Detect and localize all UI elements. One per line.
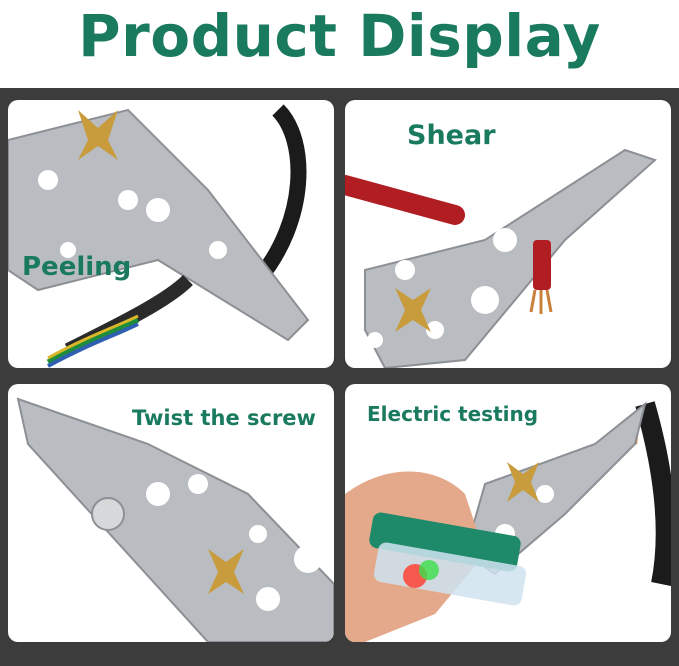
- panel-peeling: Peeling: [8, 100, 334, 368]
- plier-peeling-illustration: [8, 104, 310, 368]
- panel-testing: Electric testing: [345, 384, 671, 642]
- page-title: Product Display: [78, 2, 601, 70]
- label-twist-the-screw: Twist the screw: [132, 406, 316, 430]
- plier-testing-illustration: [345, 401, 671, 642]
- plier-twist-illustration: [16, 397, 334, 642]
- label-electric-testing: Electric testing: [367, 402, 539, 426]
- panel-twist: Twist the screw: [8, 384, 334, 642]
- label-shear: Shear: [407, 120, 496, 151]
- plier-shear-illustration: [345, 148, 657, 368]
- panel-shear: Shear: [345, 100, 671, 368]
- label-peeling: Peeling: [22, 252, 132, 282]
